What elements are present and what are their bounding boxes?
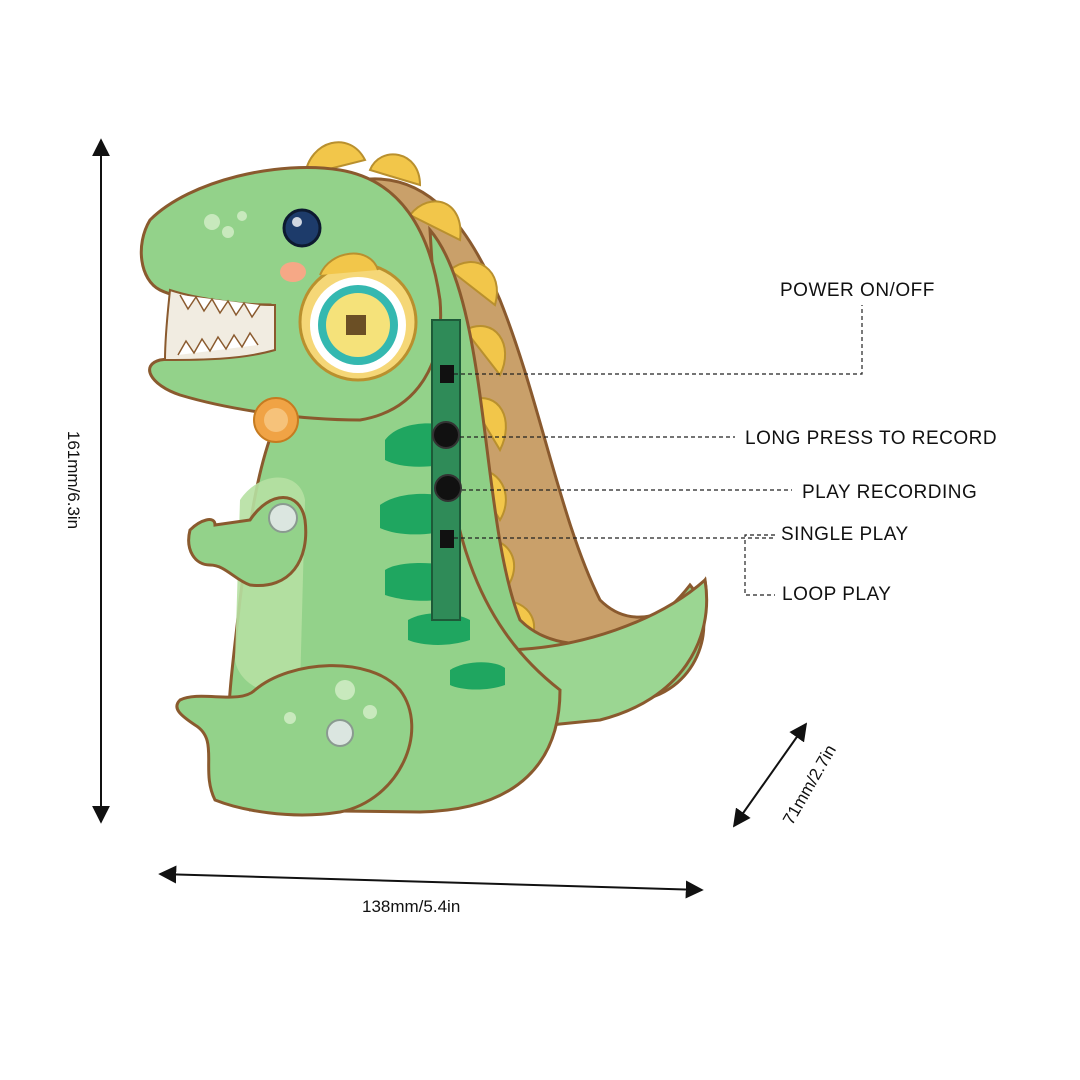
height-dimension-label: 161mm/6.3in: [64, 430, 83, 530]
long-press-record-label: LONG PRESS TO RECORD: [745, 428, 998, 449]
play-button: [434, 474, 462, 502]
record-button: [432, 421, 460, 449]
width-dimension-label: 138mm/5.4in: [362, 897, 461, 916]
single-play-label: SINGLE PLAY: [781, 524, 909, 545]
power-on-off-label: POWER ON/OFF: [780, 280, 935, 301]
dinosaur-toy: [139, 141, 709, 817]
loop-play-label: LOOP PLAY: [782, 584, 892, 605]
depth-dimension-arrow: [732, 722, 808, 828]
mode-switch: [440, 530, 454, 548]
eye: [282, 208, 322, 248]
leader-power: [454, 305, 863, 375]
leader-mode-bracket: [744, 534, 775, 596]
speaker: [298, 262, 418, 382]
width-dimension-arrow: [158, 865, 704, 899]
power-switch: [440, 365, 454, 383]
play-recording-label: PLAY RECORDING: [802, 482, 978, 503]
leg: [175, 664, 414, 817]
